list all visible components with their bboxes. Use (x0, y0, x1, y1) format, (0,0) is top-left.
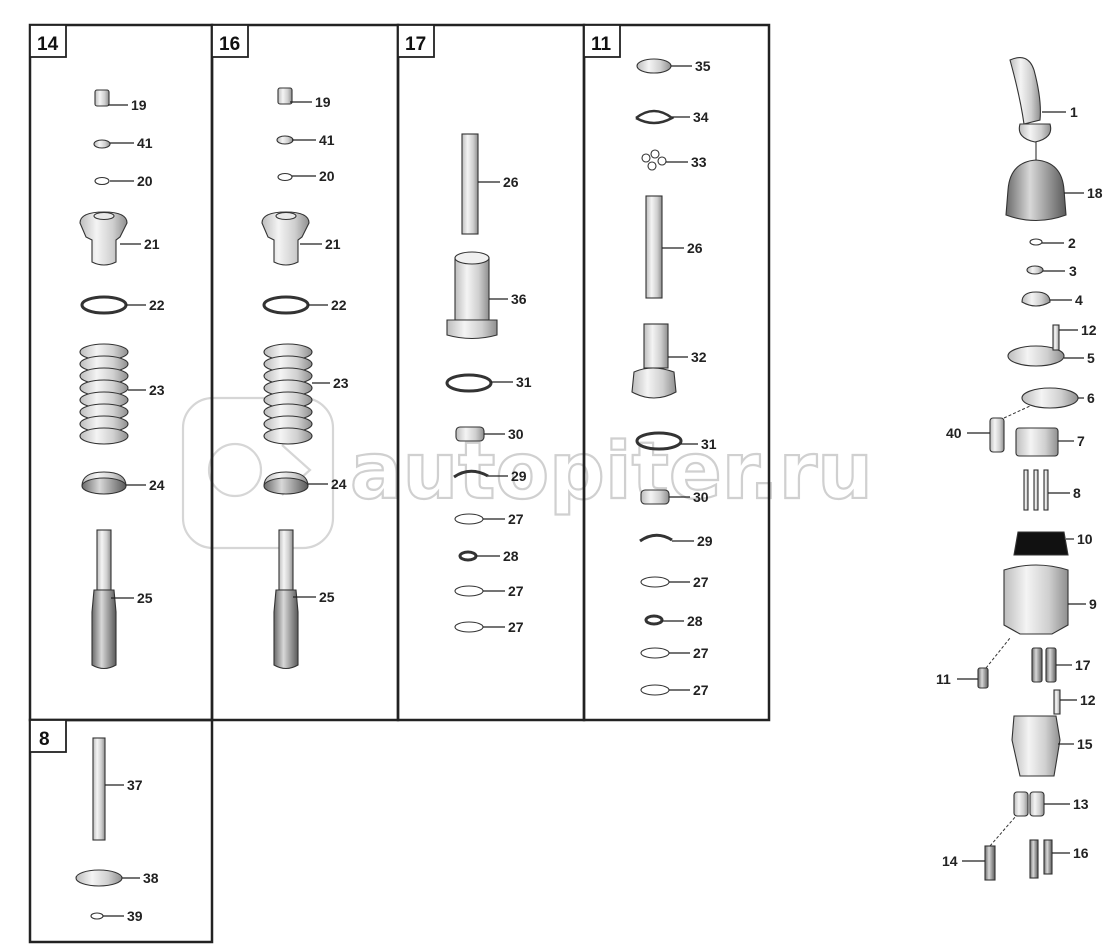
panel-title-boxes (29, 24, 621, 753)
label-11-28: 28 (687, 613, 703, 629)
label-16-24: 24 (331, 476, 347, 492)
label-17-27a: 27 (508, 511, 524, 527)
label-main-40: 40 (946, 425, 962, 441)
dashed-assembly-lines (985, 405, 1031, 847)
panel-11-parts (631, 58, 683, 696)
label-14-24: 24 (149, 477, 165, 493)
label-14-21: 21 (144, 236, 160, 252)
label-main-8: 8 (1073, 485, 1081, 501)
panel-17-parts (445, 133, 498, 633)
label-main-6: 6 (1087, 390, 1095, 406)
label-17-36: 36 (511, 291, 527, 307)
label-8-39: 39 (127, 908, 143, 924)
label-17-30: 30 (508, 426, 524, 442)
label-14-41: 41 (137, 135, 153, 151)
leader-lines (103, 65, 1086, 917)
label-main-17: 17 (1075, 657, 1091, 673)
label-16-41: 41 (319, 132, 335, 148)
label-main-3: 3 (1069, 263, 1077, 279)
label-17-27b: 27 (508, 583, 524, 599)
panel-16-parts (261, 87, 313, 670)
label-8-37: 37 (127, 777, 143, 793)
label-17-26: 26 (503, 174, 519, 190)
label-11-35: 35 (695, 58, 711, 74)
label-16-25: 25 (319, 589, 335, 605)
label-17-27c: 27 (508, 619, 524, 635)
label-14-23: 23 (149, 382, 165, 398)
label-11-27c: 27 (693, 682, 709, 698)
label-main-7: 7 (1077, 433, 1085, 449)
label-8-38: 38 (143, 870, 159, 886)
panel-8-parts (75, 737, 123, 920)
label-17-31: 31 (516, 374, 532, 390)
label-17-28: 28 (503, 548, 519, 564)
label-11-33: 33 (691, 154, 707, 170)
label-11-31: 31 (701, 436, 717, 452)
label-main-12a: 12 (1081, 322, 1097, 338)
label-main-18: 18 (1087, 185, 1103, 201)
panel-16-title: 16 (219, 34, 240, 55)
main-assembly-parts (977, 57, 1079, 881)
label-16-19: 19 (315, 94, 331, 110)
label-11-29: 29 (697, 533, 713, 549)
label-main-2: 2 (1068, 235, 1076, 251)
label-16-20: 20 (319, 168, 335, 184)
label-main-16: 16 (1073, 845, 1089, 861)
label-11-26: 26 (687, 240, 703, 256)
label-main-12b: 12 (1080, 692, 1096, 708)
label-11-27b: 27 (693, 645, 709, 661)
label-14-22: 22 (149, 297, 165, 313)
label-main-14: 14 (942, 853, 958, 869)
panel-14-title: 14 (37, 34, 59, 55)
label-main-4: 4 (1075, 292, 1083, 308)
label-main-11: 11 (936, 671, 951, 687)
label-main-13: 13 (1073, 796, 1089, 812)
label-main-5: 5 (1087, 350, 1095, 366)
label-main-1: 1 (1070, 104, 1078, 120)
panel-frames (28, 23, 771, 944)
panel-11-title: 11 (591, 34, 612, 55)
label-11-32: 32 (691, 349, 707, 365)
panel-14-parts (79, 89, 129, 670)
label-main-15: 15 (1077, 736, 1093, 752)
label-16-22: 22 (331, 297, 347, 313)
label-17-29: 29 (511, 468, 527, 484)
label-11-30: 30 (693, 489, 709, 505)
label-16-23: 23 (333, 375, 349, 391)
label-14-19: 19 (131, 97, 147, 113)
panel-8-title: 8 (39, 729, 50, 750)
label-main-9: 9 (1089, 596, 1097, 612)
label-14-20: 20 (137, 173, 153, 189)
label-16-21: 21 (325, 236, 341, 252)
label-14-25: 25 (137, 590, 153, 606)
watermark-text: autopiter.ru (350, 427, 873, 517)
label-11-27a: 27 (693, 574, 709, 590)
label-main-10: 10 (1077, 531, 1093, 547)
panel-17-title: 17 (405, 34, 426, 55)
label-11-34: 34 (693, 109, 709, 125)
